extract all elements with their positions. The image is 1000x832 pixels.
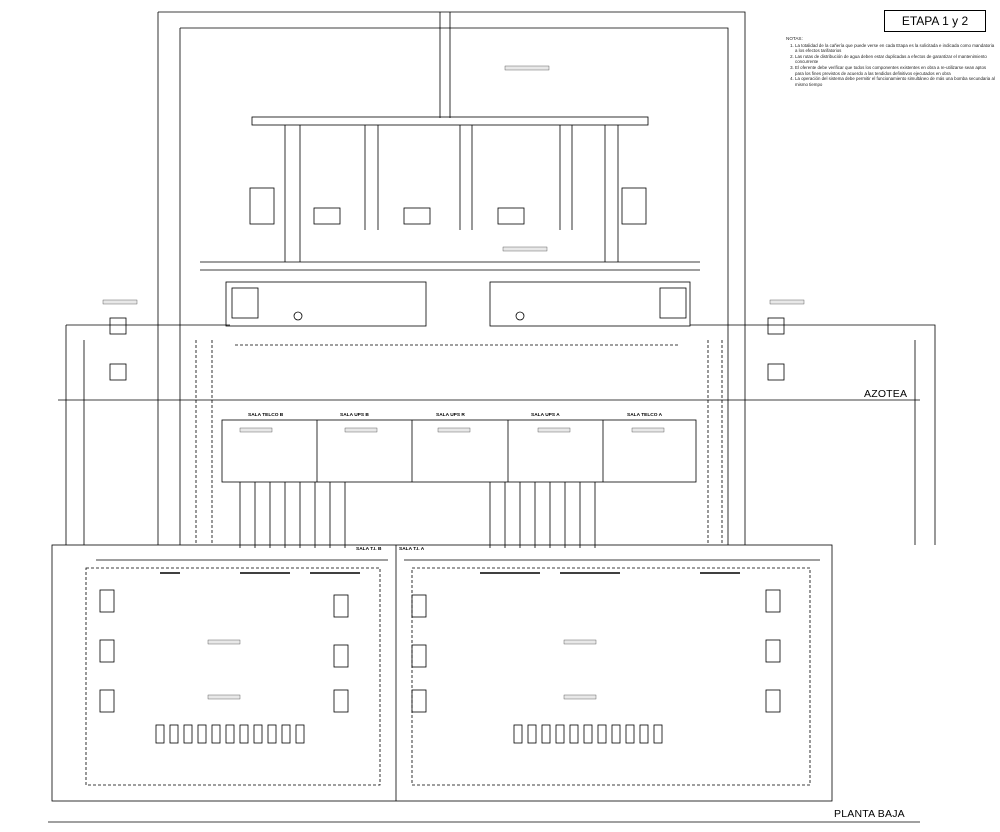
roof-level-label: AZOTEA bbox=[864, 388, 908, 400]
return-lines bbox=[195, 340, 723, 545]
room-drops bbox=[239, 482, 596, 548]
chiller-unit-3 bbox=[497, 207, 525, 225]
pump-skid-right bbox=[489, 281, 691, 327]
chiller-unit-2 bbox=[403, 207, 431, 225]
notes-block: NOTAS: La totalidad de la cañería que pu… bbox=[786, 36, 996, 87]
racks-b bbox=[99, 589, 349, 744]
note-item: La operación del sistema debe permitir e… bbox=[795, 76, 996, 87]
room-label-telco-a: SALA TELCO A bbox=[627, 413, 663, 418]
main-riser bbox=[439, 12, 451, 118]
chiller-unit-1 bbox=[313, 207, 341, 225]
ground-level-label: PLANTA BAJA bbox=[834, 808, 905, 820]
notes-heading: NOTAS: bbox=[786, 36, 803, 41]
room-label-ti-a: SALA T.I. A bbox=[399, 547, 425, 552]
side-feed-left bbox=[65, 324, 230, 545]
room-label-telco-b: SALA TELCO B bbox=[248, 413, 284, 418]
collector-line bbox=[200, 261, 700, 271]
note-item: Las rutas de distribución de agua deben … bbox=[795, 54, 996, 65]
header-branches bbox=[284, 125, 619, 262]
tank-right bbox=[621, 187, 647, 225]
internal-loop-a bbox=[411, 567, 811, 786]
room-label-ups-r: SALA UPS R bbox=[436, 413, 465, 418]
note-item: El oferente debe verificar que todos los… bbox=[795, 65, 996, 76]
internal-loop-b bbox=[85, 567, 381, 786]
pump-skid-left bbox=[225, 281, 427, 327]
room-label-ups-a: SALA UPS A bbox=[531, 413, 560, 418]
rooms-strip bbox=[221, 419, 697, 483]
top-header bbox=[251, 116, 649, 126]
side-feed-right bbox=[690, 324, 936, 545]
ground-floor-enclosure bbox=[51, 544, 833, 802]
room-label-ups-b: SALA UPS B bbox=[340, 413, 369, 418]
outer-loop-1 bbox=[157, 11, 746, 545]
racks-a bbox=[411, 589, 781, 744]
room-label-ti-b: SALA T.I. B bbox=[356, 547, 382, 552]
tank-left bbox=[249, 187, 275, 225]
outer-loop-2 bbox=[179, 27, 729, 545]
note-item: La totalidad de la cañería que puede ver… bbox=[795, 43, 996, 54]
stage-title: ETAPA 1 y 2 bbox=[884, 10, 986, 32]
